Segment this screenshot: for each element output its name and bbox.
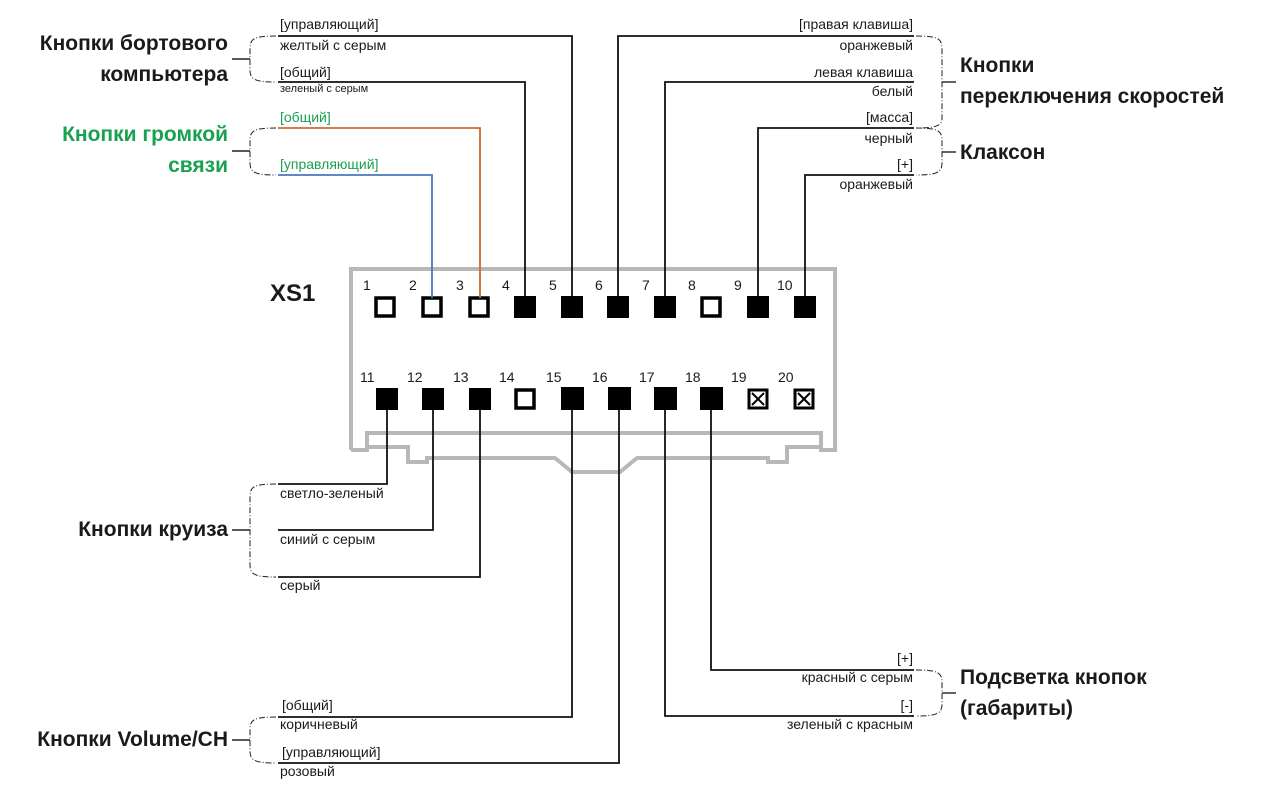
wire-pin13 (278, 410, 481, 578)
wire-label-pin16-role: [управляющий] (282, 744, 381, 760)
pin-number-10: 10 (777, 277, 793, 293)
wire-label-pin7-role: левая клавиша (813, 64, 913, 80)
wire-pin3 (278, 127, 481, 298)
pin-number-7: 7 (642, 277, 650, 293)
pin-number-12: 12 (407, 369, 423, 385)
wire-pin15 (278, 410, 573, 718)
wire-label-pin10-color: оранжевый (839, 176, 913, 192)
wire-pin17 (664, 410, 914, 717)
unused-pin-19 (747, 388, 769, 410)
wire-label-pin9-role: [масса] (866, 109, 913, 125)
connector-title: XS1 (270, 280, 316, 307)
wire-label-pin17-color: зеленый с красным (786, 716, 913, 732)
pin-number-5: 5 (549, 277, 557, 293)
wire-label-pin5-color: желтый с серым (280, 37, 387, 53)
group-label-line: (габариты) (960, 697, 1074, 720)
wire-pin11 (278, 410, 388, 485)
wire-label-pin10-role: [+] (897, 156, 913, 172)
group-label-line: Подсветка кнопок (960, 666, 1147, 689)
group-label-line: переключения скоростей (960, 85, 1225, 108)
wire-pin7 (664, 81, 914, 296)
wire-pin18 (710, 410, 914, 671)
wire-label-pin12-color: синий с серым (280, 531, 376, 547)
wire-pin9 (757, 127, 914, 296)
group-label-gear-shift: Кнопки переключения скоростей (960, 50, 1224, 112)
pin-row-top (374, 296, 816, 318)
wire-label-pin3-role: [общий] (280, 109, 331, 125)
wire-pin2 (278, 174, 433, 298)
wire-pin6 (617, 35, 914, 296)
group-label-line: связи (168, 154, 228, 177)
group-label-backlight: Подсветка кнопок (габариты) (960, 662, 1147, 724)
group-label-line: Кнопки (960, 54, 1035, 77)
wire-label-pin4-color: зеленый с серым (280, 83, 369, 95)
pin-number-8: 8 (688, 277, 696, 293)
wire-label-pin18-color: красный с серым (801, 669, 913, 685)
pin-number-9: 9 (734, 277, 742, 293)
pin-number-19: 19 (731, 369, 747, 385)
group-label-handsfree: Кнопки громкой связи (62, 119, 228, 181)
wire-label-pin17-role: [-] (900, 697, 913, 713)
pin-number-14: 14 (499, 369, 515, 385)
unused-pin-20 (793, 388, 815, 410)
pin-number-20: 20 (778, 369, 794, 385)
group-brackets (249, 35, 943, 764)
wire-label-pin6-color: оранжевый (839, 37, 913, 53)
wire-pin5 (278, 35, 573, 296)
group-label-line: Кнопки громкой (62, 123, 228, 146)
connector-housing (349, 267, 837, 474)
wire-pin12 (278, 410, 434, 531)
wire-pin16 (278, 410, 620, 764)
group-label-line: компьютера (100, 63, 228, 86)
wires (278, 35, 914, 764)
wire-label-pin7-color: белый (871, 83, 913, 99)
pin-row-bottom (376, 387, 815, 410)
wire-label-pin4-role: [общий] (280, 64, 331, 80)
wire-label-pin2-role: [управляющий] (280, 156, 379, 172)
wire-label-pin15-role: [общий] (282, 697, 333, 713)
wire-label-pin18-role: [+] (897, 650, 913, 666)
pin-number-11: 11 (360, 369, 375, 385)
group-label-volume: Кнопки Volume/CH (37, 728, 228, 751)
wire-label-pin6-role: [правая клавиша] (799, 16, 913, 32)
group-label-horn: Клаксон (960, 141, 1046, 164)
group-label-line: Кнопки бортового (39, 32, 228, 55)
wire-pin4 (278, 81, 526, 296)
group-label-cruise: Кнопки круиза (78, 518, 228, 541)
pin-number-3: 3 (456, 277, 464, 293)
pin-number-4: 4 (502, 277, 510, 293)
pin-number-17: 17 (639, 369, 655, 385)
wire-label-pin5-role: [управляющий] (280, 16, 379, 32)
group-ticks (232, 58, 956, 741)
wire-label-pin11-color: светло-зеленый (280, 485, 384, 501)
wire-label-pin13-color: серый (280, 577, 321, 593)
pin-number-13: 13 (453, 369, 469, 385)
group-label-onboard-computer: Кнопки бортового компьютера (40, 28, 228, 90)
pin-number-6: 6 (595, 277, 603, 293)
wire-label-pin15-color: коричневый (280, 716, 358, 732)
wire-label-pin9-color: черный (864, 130, 913, 146)
wire-label-pin16-color: розовый (280, 763, 335, 779)
pin-number-16: 16 (592, 369, 608, 385)
pin-number-15: 15 (546, 369, 562, 385)
pin-number-18: 18 (685, 369, 701, 385)
pin-number-1: 1 (363, 277, 371, 293)
pin-number-2: 2 (409, 277, 417, 293)
wire-pin10 (804, 174, 914, 296)
